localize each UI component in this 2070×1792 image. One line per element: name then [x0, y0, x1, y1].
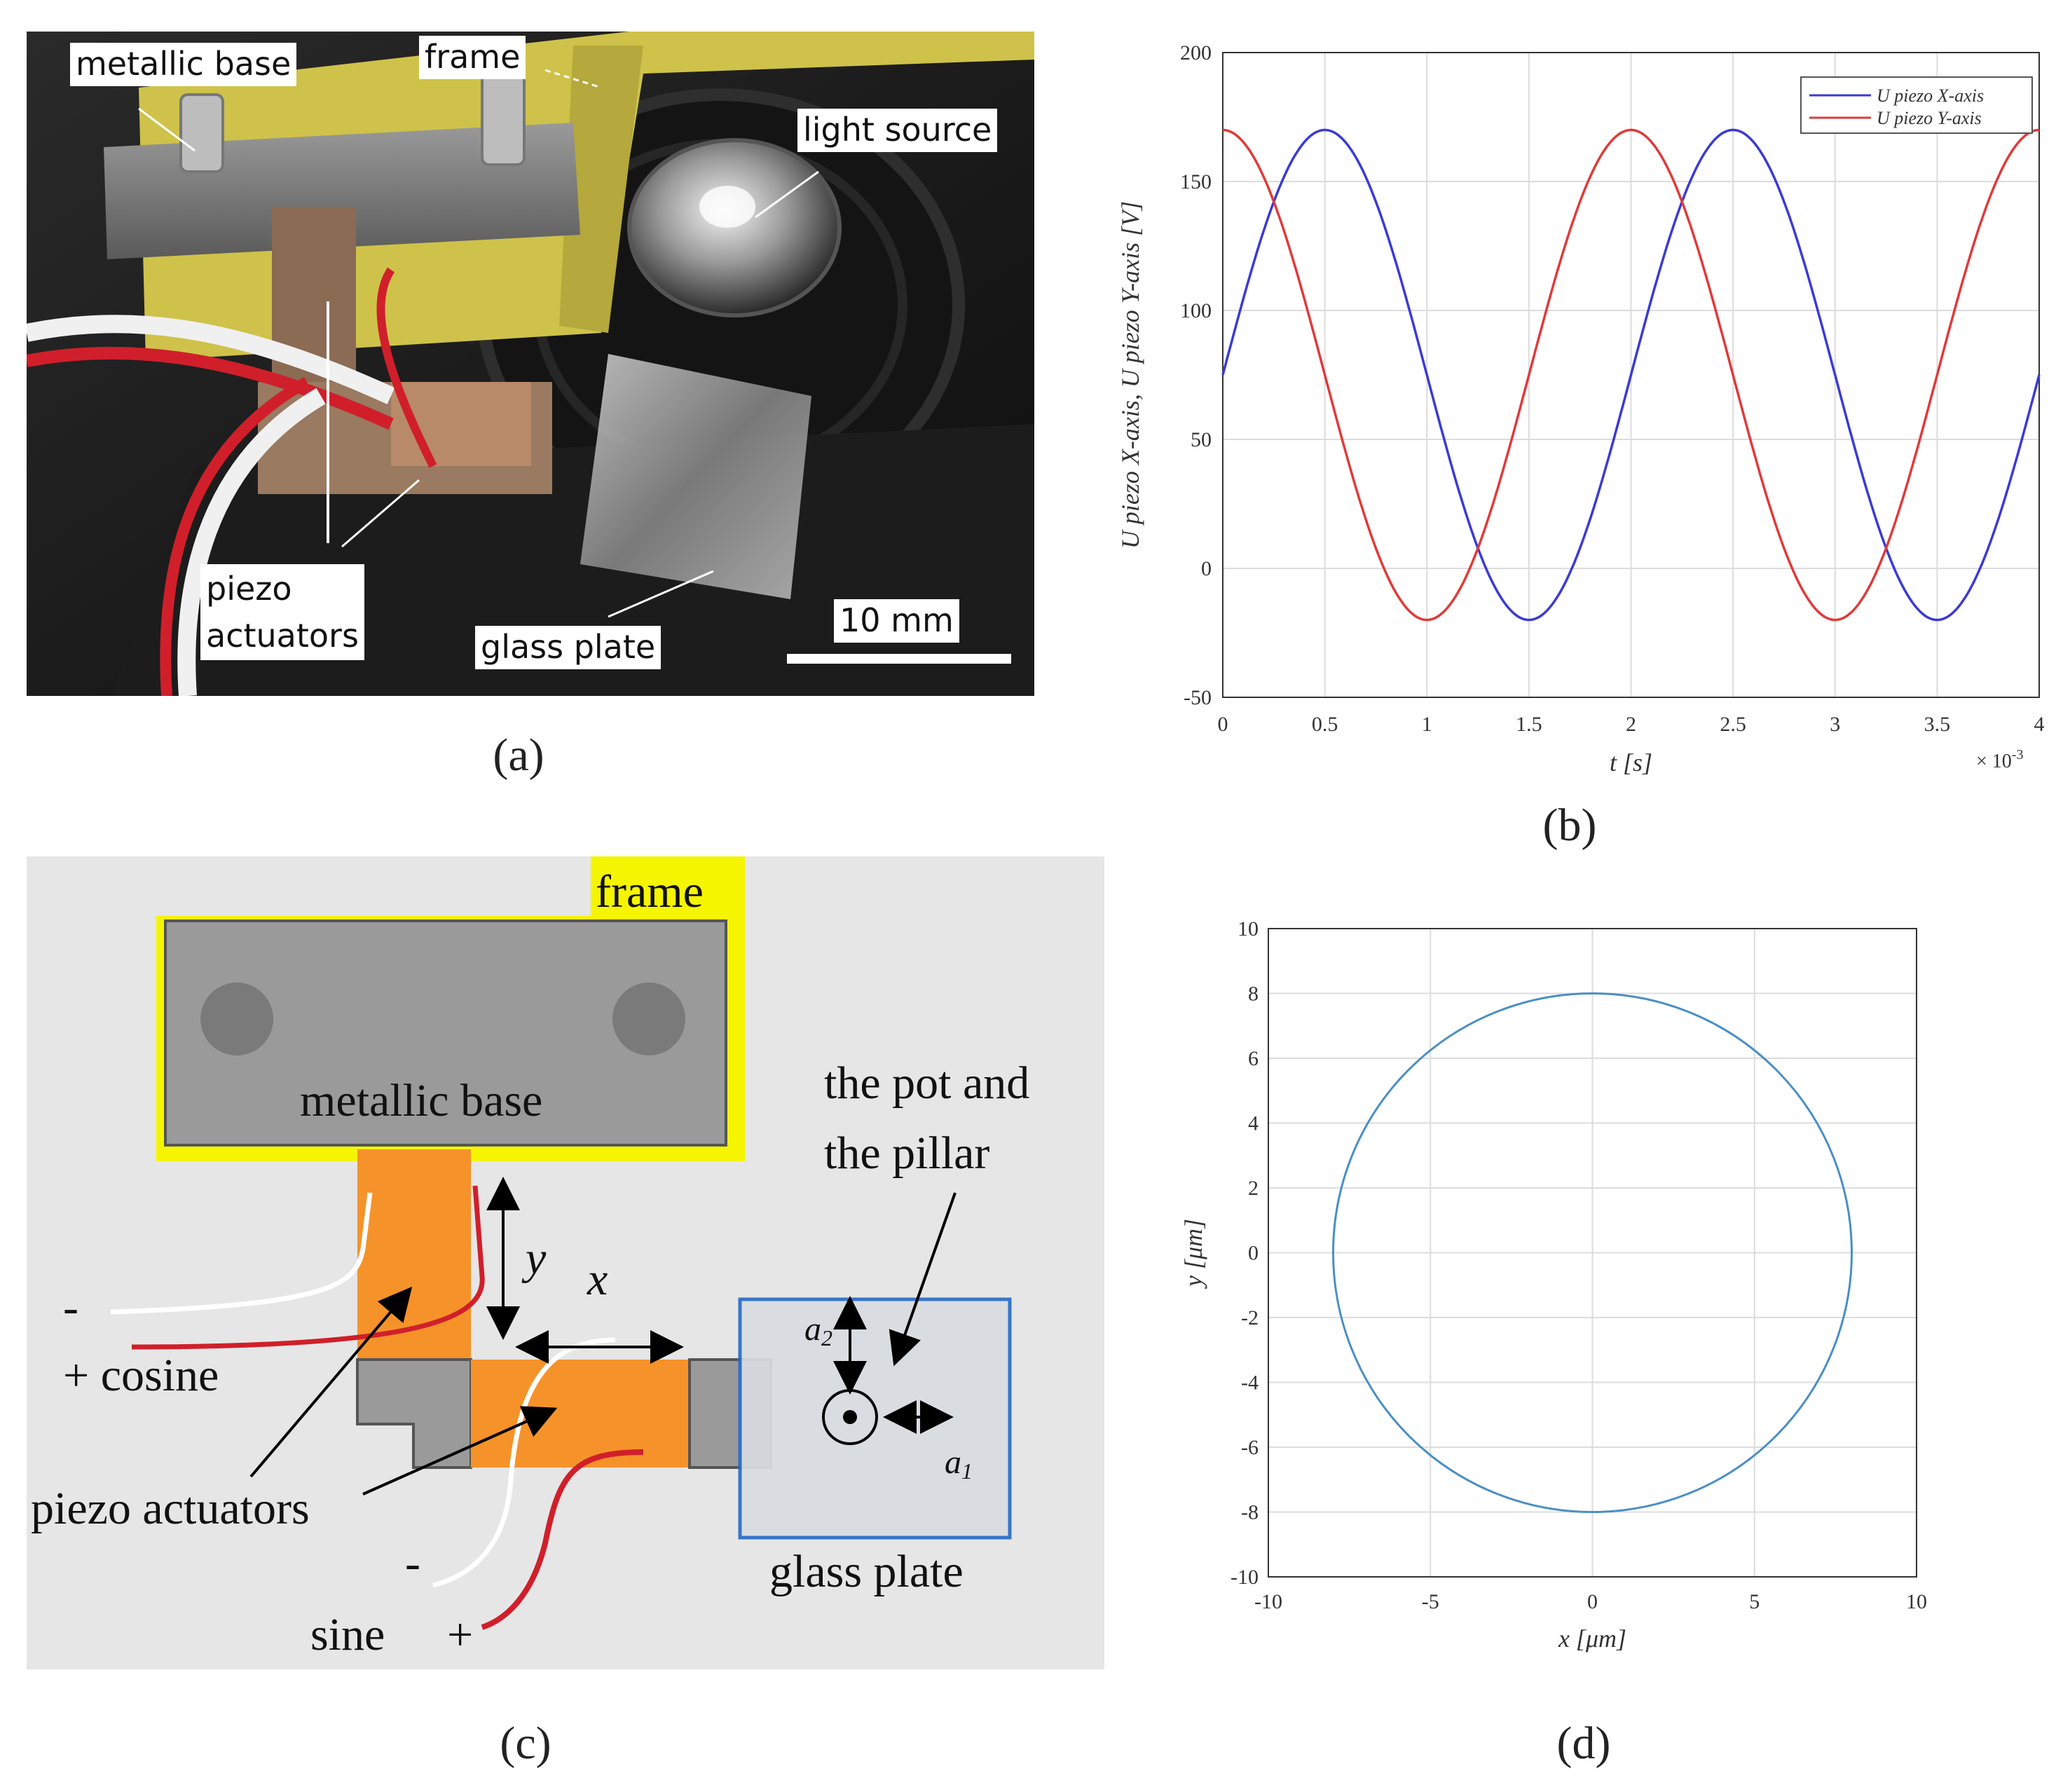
label-piezo-line2: actuators [206, 616, 359, 655]
x-tick-label-b: 1.5 [1516, 713, 1542, 736]
label-piezo-actuators: piezo actuators [200, 564, 364, 661]
scale-bar [787, 654, 1011, 664]
voltage-chart: 0 0.5 1 1.5 2 2.5 3 3.5 4 -50 0 50 100 150 200 U piezo … [1116, 41, 2045, 777]
y-tick-label-d: -8 [1241, 1501, 1259, 1524]
screw-right [612, 983, 685, 1055]
caption-b: (b) [1542, 800, 1597, 851]
schematic-label-frame: frame [596, 866, 704, 917]
schematic-label-metallic-base: metallic base [300, 1075, 542, 1126]
y-tick-label-d: 8 [1248, 983, 1259, 1006]
y-tick-label-b: 150 [1180, 170, 1212, 193]
x-tick-label-d: -5 [1422, 1590, 1439, 1613]
y-tick-label-d: 0 [1248, 1242, 1259, 1265]
x-axis-label-d: x [μm] [1558, 1625, 1626, 1653]
y-tick-label-d: -6 [1241, 1436, 1259, 1459]
x-tick-label-d: 0 [1587, 1590, 1598, 1613]
trajectory-chart-panel: -10 -5 0 5 10 -10 -8 -6 -4 -2 0 2 4 6 8 10 x [μm] y [μm] [1163, 883, 1962, 1668]
schematic-label-a1: a1 [945, 1444, 973, 1484]
series-line-u-piezo-y [1222, 128, 2040, 622]
series-line-u-piezo-x [1221, 128, 2041, 622]
x-tick-label-b: 1 [1422, 713, 1432, 736]
schematic-label-plus-sine: + [447, 1609, 473, 1660]
light-source-lens [627, 138, 842, 317]
piezo-actuator-horizontal [471, 1360, 690, 1468]
x-tick-label-d: 10 [1906, 1590, 1927, 1613]
trajectory-circle [1332, 992, 1853, 1513]
x-tick-label-b: 0.5 [1312, 713, 1338, 736]
x-tick-label-b: 4 [2034, 713, 2045, 736]
glass-plate [580, 354, 811, 599]
x-tick-label-b: 0 [1218, 713, 1228, 736]
label-frame: frame [419, 36, 526, 79]
x-tick-label-b: 2.5 [1720, 713, 1746, 736]
y-axis-label-b: U piezo X-axis, U piezo Y-axis [V] [1116, 201, 1144, 549]
x-exponent-b: × 10-3 [1976, 747, 2023, 772]
x-axis-label-b: t [s] [1610, 748, 1652, 777]
y-tick-label-d: 2 [1248, 1177, 1259, 1200]
y-tick-label-b: 100 [1180, 299, 1212, 322]
schematic-label-minus-sine: - [405, 1538, 420, 1589]
schematic-label-plus-cosine: + cosine [63, 1350, 219, 1401]
schematic-label-glass-plate: glass plate [769, 1546, 964, 1597]
x-tick-label-b: 2 [1626, 713, 1636, 736]
y-tick-label-b: 0 [1201, 557, 1212, 580]
label-piezo-line1: piezo [206, 570, 292, 608]
y-tick-label-b: 50 [1191, 428, 1212, 451]
schematic-label-pot-line2: the pillar [824, 1128, 989, 1179]
screw-left [200, 983, 273, 1055]
voltage-chart-panel: 0 0.5 1 1.5 2 2.5 3 3.5 4 -50 0 50 100 150 200 U piezo … [1093, 14, 2070, 799]
legend-b [1800, 76, 2033, 134]
label-glass-plate: glass plate [475, 626, 662, 669]
legend-entry: U piezo Y-axis [1877, 108, 1982, 128]
schematic-panel: frame metallic base the pot and the pill… [27, 856, 1104, 1669]
pillar-circle [822, 1389, 878, 1445]
schematic-label-minus-cosine: - [63, 1282, 78, 1333]
schematic-label-sine: sine [310, 1609, 385, 1660]
y-tick-label-d: 6 [1248, 1047, 1259, 1070]
label-metallic-base: metallic base [70, 43, 297, 86]
caption-d: (d) [1556, 1718, 1611, 1769]
x-tick-label-b: 3 [1830, 713, 1840, 736]
label-light-source: light source [797, 109, 998, 152]
caption-c: (c) [500, 1718, 551, 1769]
legend-entry: U piezo X-axis [1877, 86, 1984, 106]
label-scale: 10 mm [834, 599, 959, 643]
y-tick-label-b: -50 [1184, 686, 1212, 709]
caption-a: (a) [493, 730, 544, 781]
y-tick-label-d: -4 [1241, 1372, 1259, 1395]
y-tick-label-d: -10 [1231, 1566, 1259, 1589]
photo-panel: metallic base frame light source piezo a… [25, 32, 1034, 697]
y-tick-label-b: 200 [1180, 41, 1212, 64]
schematic-diagram: frame metallic base the pot and the pill… [27, 856, 1104, 1669]
x-tick-label-d: 5 [1749, 1590, 1760, 1613]
y-tick-label-d: 4 [1248, 1112, 1259, 1135]
schematic-label-y: y [521, 1233, 547, 1284]
glass-plate-box [738, 1297, 1012, 1540]
schematic-label-piezo-actuators: piezo actuators [31, 1483, 310, 1534]
piezo-actuator-vertical [357, 1149, 471, 1360]
schematic-label-x: x [587, 1254, 608, 1305]
trajectory-chart: -10 -5 0 5 10 -10 -8 -6 -4 -2 0 2 4 6 8 10 x [μm] y [μm] [1179, 917, 1927, 1653]
schematic-label-pot-line1: the pot and [824, 1058, 1029, 1109]
y-tick-label-d: 10 [1238, 917, 1259, 941]
x-tick-label-d: -10 [1254, 1590, 1282, 1613]
y-axis-label-d: y [μm] [1179, 1219, 1207, 1289]
x-tick-label-b: 3.5 [1924, 713, 1951, 736]
schematic-label-a2: a2 [804, 1311, 832, 1350]
y-tick-label-d: -2 [1241, 1306, 1259, 1329]
